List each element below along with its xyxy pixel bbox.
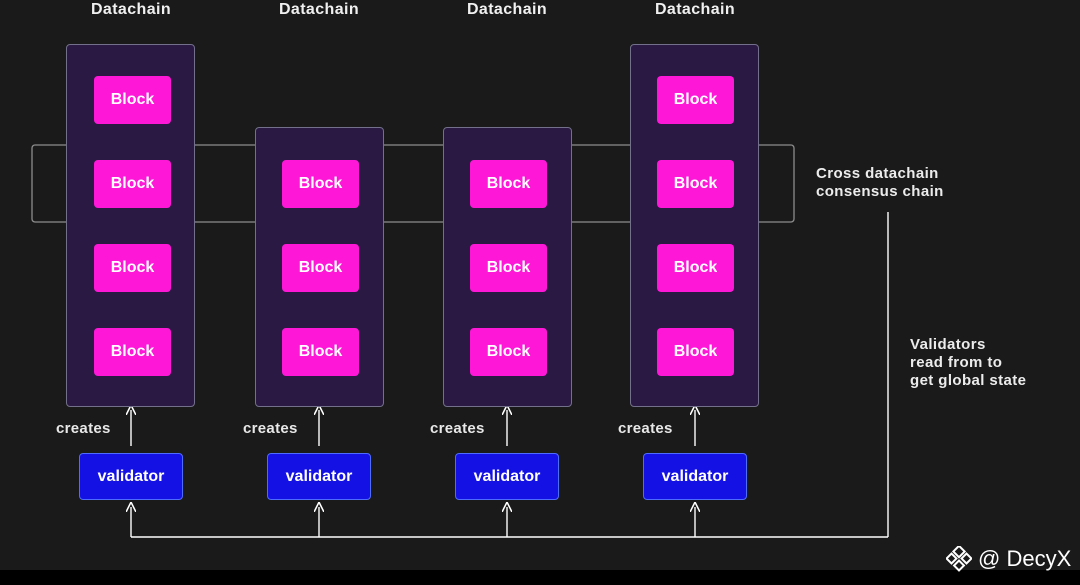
datachain-title: Datachain [278,1,360,18]
creates-label: creates [430,420,485,437]
block-node: Block [470,160,547,208]
datachain-box: Block Block Block [443,127,572,407]
watermark-text: @ DecyX [978,546,1072,571]
diamond-logo-icon [946,546,972,572]
datachain-box: Block Block Block Block [630,44,759,407]
block-node: Block [94,160,171,208]
block-node: Block [470,328,547,376]
creates-label: creates [618,420,673,437]
block-node: Block [94,328,171,376]
block-node: Block [282,328,359,376]
block-node: Block [657,328,734,376]
watermark: @ DecyX [946,546,1071,572]
validators-note: Validators read from to get global state [910,336,1027,389]
block-node: Block [282,244,359,292]
block-node: Block [657,244,734,292]
line-layer [31,144,889,538]
bottom-bar [0,570,1080,585]
validator-node: validator [643,453,747,500]
datachain-box: Block Block Block Block [66,44,195,407]
consensus-chain-label: Cross datachain consensus chain [816,165,944,200]
block-node: Block [94,76,171,124]
datachain-box: Block Block Block [255,127,384,407]
datachain-title: Datachain [654,1,736,18]
consensus-chain-outline [31,144,795,223]
block-node: Block [657,160,734,208]
validator-node: validator [267,453,371,500]
chain-layer [130,123,696,328]
validator-node: validator [455,453,559,500]
validator-node: validator [79,453,183,500]
block-node: Block [94,244,171,292]
datachain-title: Datachain [90,1,172,18]
block-node: Block [657,76,734,124]
datachain-title: Datachain [466,1,548,18]
creates-label: creates [56,420,111,437]
creates-label: creates [243,420,298,437]
block-node: Block [470,244,547,292]
block-node: Block [282,160,359,208]
